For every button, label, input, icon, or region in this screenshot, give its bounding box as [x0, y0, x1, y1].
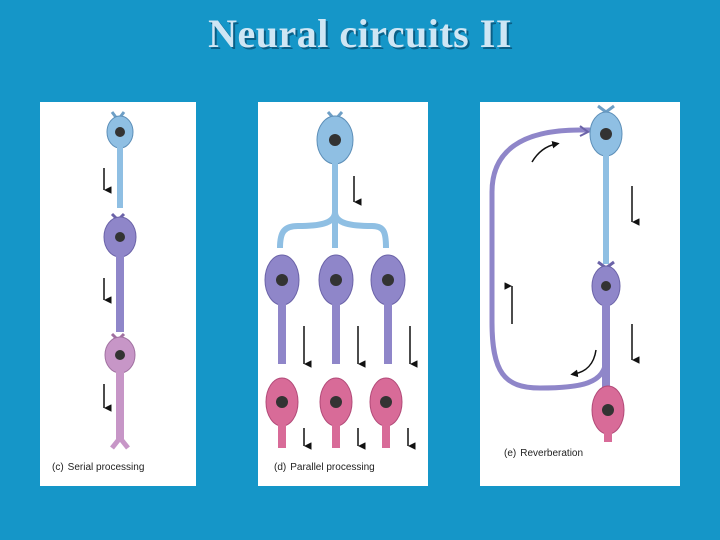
parallel-processing-diagram [264, 111, 418, 450]
neuron-blue [277, 111, 389, 249]
serial-processing-diagram [103, 111, 137, 450]
neuron-mauve [104, 332, 136, 450]
panel-reverberation: (e)Reverberation [480, 102, 680, 486]
caption-label: Reverberation [520, 448, 584, 459]
panel-serial-processing: (c)Serial processing [40, 102, 196, 486]
neuron-blue [589, 104, 623, 264]
caption-label: Serial processing [67, 462, 145, 473]
caption-tag: (d) [274, 462, 287, 473]
caption-tag: (c) [52, 462, 64, 473]
neuron-pink [265, 377, 299, 448]
neuron-purple [264, 254, 300, 364]
neuron-purple [591, 260, 621, 388]
neuron-pink [369, 377, 403, 448]
caption-parallel: (d)Parallel processing [274, 462, 375, 473]
caption-tag: (e) [504, 448, 517, 459]
neuron-purple [318, 254, 354, 364]
reverberation-diagram [489, 104, 640, 442]
slide-title: Neural circuits II [208, 11, 512, 56]
neuron-purple [103, 212, 137, 332]
caption-label: Parallel processing [290, 462, 375, 473]
neuron-pink [319, 377, 353, 448]
neuron-pink [591, 385, 625, 442]
caption-reverberation: (e)Reverberation [504, 448, 583, 459]
arrow-curved [531, 141, 560, 163]
neuron-purple [370, 254, 406, 364]
caption-serial: (c)Serial processing [52, 462, 144, 473]
arrow-curved [570, 349, 597, 378]
panel-parallel-processing: (d)Parallel processing [258, 102, 428, 486]
neuron-blue [106, 111, 134, 208]
feedback-axon [489, 127, 609, 391]
